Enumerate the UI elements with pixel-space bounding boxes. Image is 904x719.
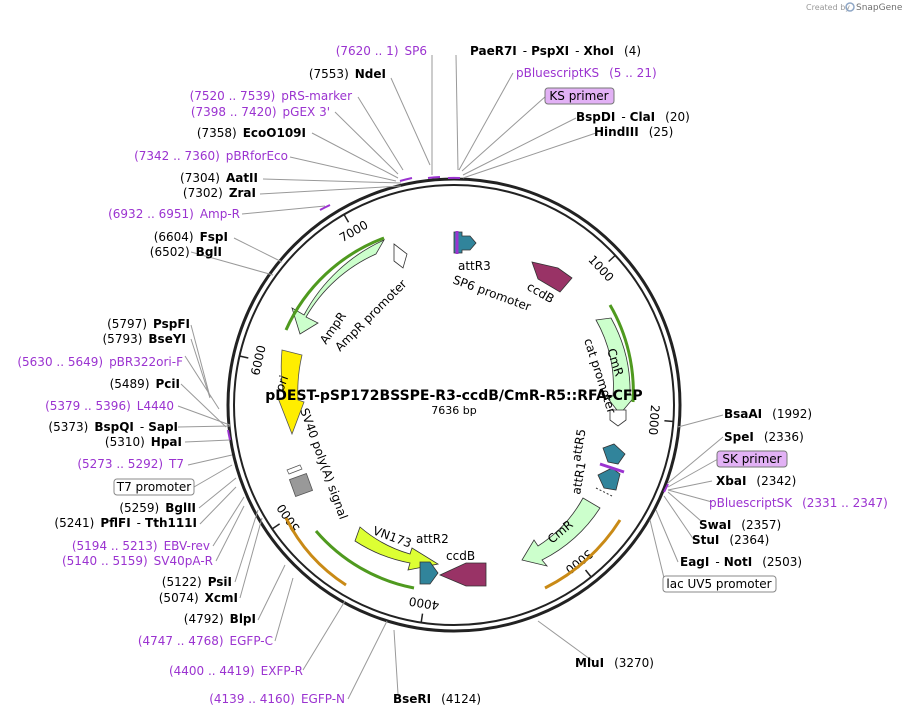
site-pciI: (5489)PciI [110,377,180,391]
feature-sv40-polyA [286,464,314,498]
site-sv40pa-r: (5140 .. 5159)SV40pA-R [62,554,213,568]
site-xcmI: (5074)XcmI [159,591,238,605]
tick-7000 [343,214,350,223]
site-pspFI: (5797)PspFI [107,317,190,331]
site-bseYI: (5793)BseYI [103,332,187,346]
tick-6000 [239,355,249,359]
site-bglI: (6502)BglI [150,245,222,259]
tick-label-4000: 4000 [408,594,440,612]
site-aatII: (7304)AatII [180,171,258,185]
label-attR3: attR3 [458,259,491,273]
site-sp6: (7620 .. 1)SP6 [336,44,427,58]
site-paeR7I: PaeR7I-PspXI-XhoI(4) [470,44,641,58]
backbone [226,177,682,633]
site-ecoO109I: (7358)EcoO109I [197,126,306,140]
label-attR5: attR5 [569,428,588,463]
feature-attR2 [419,561,439,585]
tick-label-2000: 2000 [646,404,662,436]
site-stuI: StuI(2364) [692,533,769,547]
feature-cmR-bottom [521,497,601,567]
site-hpaI: (5310)HpaI [105,435,182,449]
feature-vn173 [314,526,440,590]
site-pbluescriptKS: pBluescriptKS(5 .. 21) [516,66,657,80]
tick-label-5000: 5000 [274,501,303,534]
site-pgex3: (7398 .. 7420)pGEX 3' [191,105,330,119]
plasmid-size: 7636 bp [431,404,476,417]
tick-label-3000: 3000 [563,547,596,577]
leader-lines [177,54,724,700]
site-bseRI: BseRI(4124) [393,692,481,706]
site-ks-primer: KS primer [549,89,608,103]
site-xbaI: XbaI(2342) [716,474,796,488]
sk-primer-box [716,450,788,468]
site-bspQI: (5373)BspQI-SapI [48,420,178,434]
tick-label-7000: 7000 [337,218,370,245]
tick-4000 [420,613,424,623]
site-egfp-n: (4139 .. 4160)EGFP-N [209,692,345,706]
site-ndeI: (7553)NdeI [309,67,386,81]
feature-orange-arc-bottom-left [284,517,347,587]
tick-5000 [271,523,281,530]
snapgene-brand: SnapGene [856,3,903,13]
primer-markers [227,176,669,493]
feature-attR5 [602,443,626,465]
site-bglII: (5259)BglII [119,501,196,515]
site-bspDI: BspDI-ClaI(20) [576,110,690,124]
feature-cat-promoter [609,409,627,427]
site-t7: (5273 .. 5292)T7 [77,457,184,471]
tick-3000 [584,569,592,578]
tick-1000 [608,254,616,263]
label-sv40-polyA: SV40 poly(A) signal [297,406,350,521]
site-l4440: (5379 .. 5396)L4440 [45,399,174,413]
feature-orange-arc-bottom-right [544,519,622,590]
site-egfp-c: (4747 .. 4768)EGFP-C [138,634,273,648]
site-pbrforeco: (7342 .. 7360)pBRforEco [134,149,288,163]
site-pbr322ori: (5630 .. 5649)pBR322ori-F [17,355,183,369]
site-swaI: SwaI(2357) [699,518,781,532]
site-lacuv5-promoter: lac UV5 promoter [666,577,771,591]
feature-attR3 [453,231,477,254]
t7-promoter-box [113,478,195,496]
site-fspI: (6604)FspI [154,230,228,244]
label-ccdB-bottom: ccdB [446,549,475,563]
tick-2000 [664,420,674,423]
snapgene-logo-icon [845,2,855,12]
site-mluI: MluI(3270) [575,656,654,670]
feature-ampR [284,236,385,335]
site-psiI: (5122)PsiI [162,575,232,589]
feature-ori [277,349,305,436]
label-sp6-promoter: SP6 promoter [451,273,533,314]
label-ori: ori [273,374,291,393]
site-ebv-rev: (5194 .. 5213)EBV-rev [72,539,210,553]
site-sk-primer: SK primer [722,452,781,466]
label-attR1: attR1 [569,461,588,496]
feature-attR1 [595,462,625,497]
site-eagI: EagI-NotI(2503) [680,555,802,569]
tick-label-6000: 6000 [248,344,268,377]
feature-ccdB-bottom [439,562,487,587]
feature-ampR-promoter [393,243,408,269]
site-t7-promoter: T7 promoter [116,480,192,494]
site-bsaAI: BsaAI(1992) [724,407,812,421]
site-zraI: (7302)ZraI [183,186,256,200]
feature-ccdB-top [531,261,573,293]
site-pbluescriptSK: pBluescriptSK(2331 .. 2347) [709,496,888,510]
lacuv5-box [662,575,777,593]
site-hindIII: HindIII(25) [594,125,673,139]
plasmid-name: pDEST-pSP172BSSPE-R3-ccdB/CmR-R5::RFA-CF… [265,388,642,404]
site-pflFI: (5241)PflFI-Tth111I [54,516,197,530]
site-prs-marker: (7520 .. 7539)pRS-marker [190,89,352,103]
site-speI: SpeI(2336) [724,430,804,444]
tick-label-1000: 1000 [585,253,616,285]
ks-primer-box [544,87,615,105]
created-by-text: Created by [806,3,850,12]
label-attR2: attR2 [416,532,449,546]
site-exfp-r: (4400 .. 4419)EXFP-R [169,664,303,678]
site-blpI: (4792)BlpI [184,612,256,626]
site-ampr-primer: (6932 .. 6951)Amp-R [108,207,240,221]
